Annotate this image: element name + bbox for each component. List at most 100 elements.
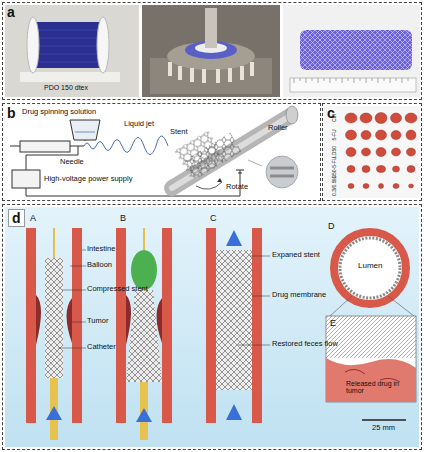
step-letter: B	[120, 214, 126, 223]
tumor-photo-part	[406, 130, 416, 140]
panel-frame: d	[2, 204, 422, 450]
part-label: Balloon	[87, 261, 112, 269]
tumor-photo-part	[375, 113, 387, 124]
braiding-machine-photo	[142, 5, 280, 97]
stent-deployment-part	[126, 290, 162, 382]
tumor-photo-part	[392, 148, 401, 156]
step-letter: D	[328, 222, 335, 231]
electrospinning-setup-part	[12, 170, 40, 188]
panel-letter: a	[7, 4, 15, 20]
electrospinning-setup-part	[70, 120, 100, 140]
part-label: Lumen	[358, 262, 382, 270]
tumor-photo-part	[393, 184, 399, 189]
electrospinning-setup-part	[236, 170, 244, 173]
stent-deployment-part	[46, 406, 62, 420]
electrospinning-setup-part	[20, 141, 70, 152]
electrospinning-setup-part	[84, 136, 168, 155]
tumor-photo-part	[345, 113, 357, 123]
electrospinning-setup-part	[85, 140, 86, 141]
stent-deployment-part	[5, 207, 419, 447]
stent-deployment-part-part	[58, 250, 270, 348]
stent-deployment-part	[334, 232, 406, 304]
roller-part	[270, 168, 294, 176]
stent-deployment-part	[58, 250, 270, 348]
scale-label: 25 mm	[372, 424, 395, 432]
tumor-photo-part	[405, 113, 417, 123]
tumor-photo-part	[379, 184, 384, 189]
part-label: Catheter	[87, 343, 116, 351]
stent-deployment-part	[72, 228, 82, 423]
tumor-photo-part	[376, 130, 387, 140]
part-label: Released drug in tumor	[346, 380, 410, 395]
step-letter: C	[210, 214, 217, 223]
tumor-photo-part	[409, 184, 414, 188]
tumor-photo	[324, 106, 420, 198]
tumor-photo-part	[391, 131, 401, 140]
roller	[172, 106, 298, 189]
stent-deployment-part	[26, 228, 36, 423]
panel-letter: d	[8, 209, 25, 227]
group-label: Ctrl	[332, 114, 337, 122]
stent-deployment-part	[136, 408, 152, 422]
stent-deployment-part	[143, 228, 145, 250]
tumor-photo-part	[407, 166, 415, 173]
stent-deployment-part	[53, 228, 55, 258]
component-label: Liquid jet	[124, 120, 154, 128]
tumor-photo-part	[362, 148, 371, 156]
tumor-photo-part	[391, 113, 402, 123]
spool-photo-part	[97, 17, 109, 73]
group-label: LD50	[332, 146, 337, 158]
tumor-photo-part	[393, 166, 400, 172]
roller-part	[266, 156, 298, 188]
component-label: Rotate	[226, 183, 248, 191]
braiding-machine-photo-part	[170, 62, 252, 83]
part-label: Restored feces flow	[272, 340, 338, 348]
tumor-photo-part	[348, 184, 354, 189]
stent-deployment-part	[206, 228, 216, 423]
electrospinning-setup-part	[75, 132, 95, 133]
part-label: Intestine	[87, 245, 115, 253]
tumor-photo-part	[360, 113, 372, 123]
stent-deployment-part	[226, 230, 242, 246]
stent-deployment-part	[326, 358, 416, 402]
tumor-photo-part	[346, 130, 357, 140]
stent-photo-part	[294, 78, 408, 83]
stent-deployment-part	[330, 296, 414, 316]
spool-photo-part	[34, 30, 102, 62]
stent-deployment-part	[126, 290, 162, 382]
component-label: Roller	[268, 124, 288, 132]
stent-deployment-part	[116, 228, 126, 423]
tumor-photo-part	[377, 166, 386, 173]
braiding-machine-photo-part	[142, 5, 280, 97]
tumor-photo-part	[347, 166, 355, 173]
stent-deployment-part	[340, 238, 400, 298]
part-label: Tumor	[87, 317, 108, 325]
roller-part	[248, 160, 262, 166]
part-label: Compressed stent	[87, 285, 148, 293]
spool-photo-part	[5, 5, 139, 97]
stent-deployment-part	[131, 250, 157, 290]
component-label: Drug spinning solution	[22, 108, 96, 116]
roller-part	[217, 178, 222, 182]
spool-photo-part	[20, 72, 120, 82]
stent-deployment-part	[252, 228, 262, 423]
component-label: Needle	[60, 158, 84, 166]
stent-deployment-part	[226, 404, 242, 420]
tumor-photo-part	[376, 148, 386, 157]
panel-letter: b	[7, 105, 16, 121]
tumor-photo-part	[407, 148, 416, 156]
stent-photo-part	[283, 5, 420, 97]
stent-deployment-part	[216, 250, 252, 390]
tumor-photo-part	[324, 106, 420, 198]
electrospinning-setup-part	[10, 146, 84, 147]
stent-photo-part	[290, 78, 416, 92]
group-label: 0.3/0.5%	[332, 176, 337, 196]
electrospinning-setup	[10, 120, 244, 196]
stent-deployment-part	[362, 419, 406, 421]
stent-photo	[283, 5, 420, 97]
braiding-machine-photo-part	[205, 8, 217, 48]
part-label: Drug membrane	[272, 291, 326, 299]
tumor-photo-part	[362, 166, 370, 173]
tumor-photo-part	[346, 148, 356, 157]
